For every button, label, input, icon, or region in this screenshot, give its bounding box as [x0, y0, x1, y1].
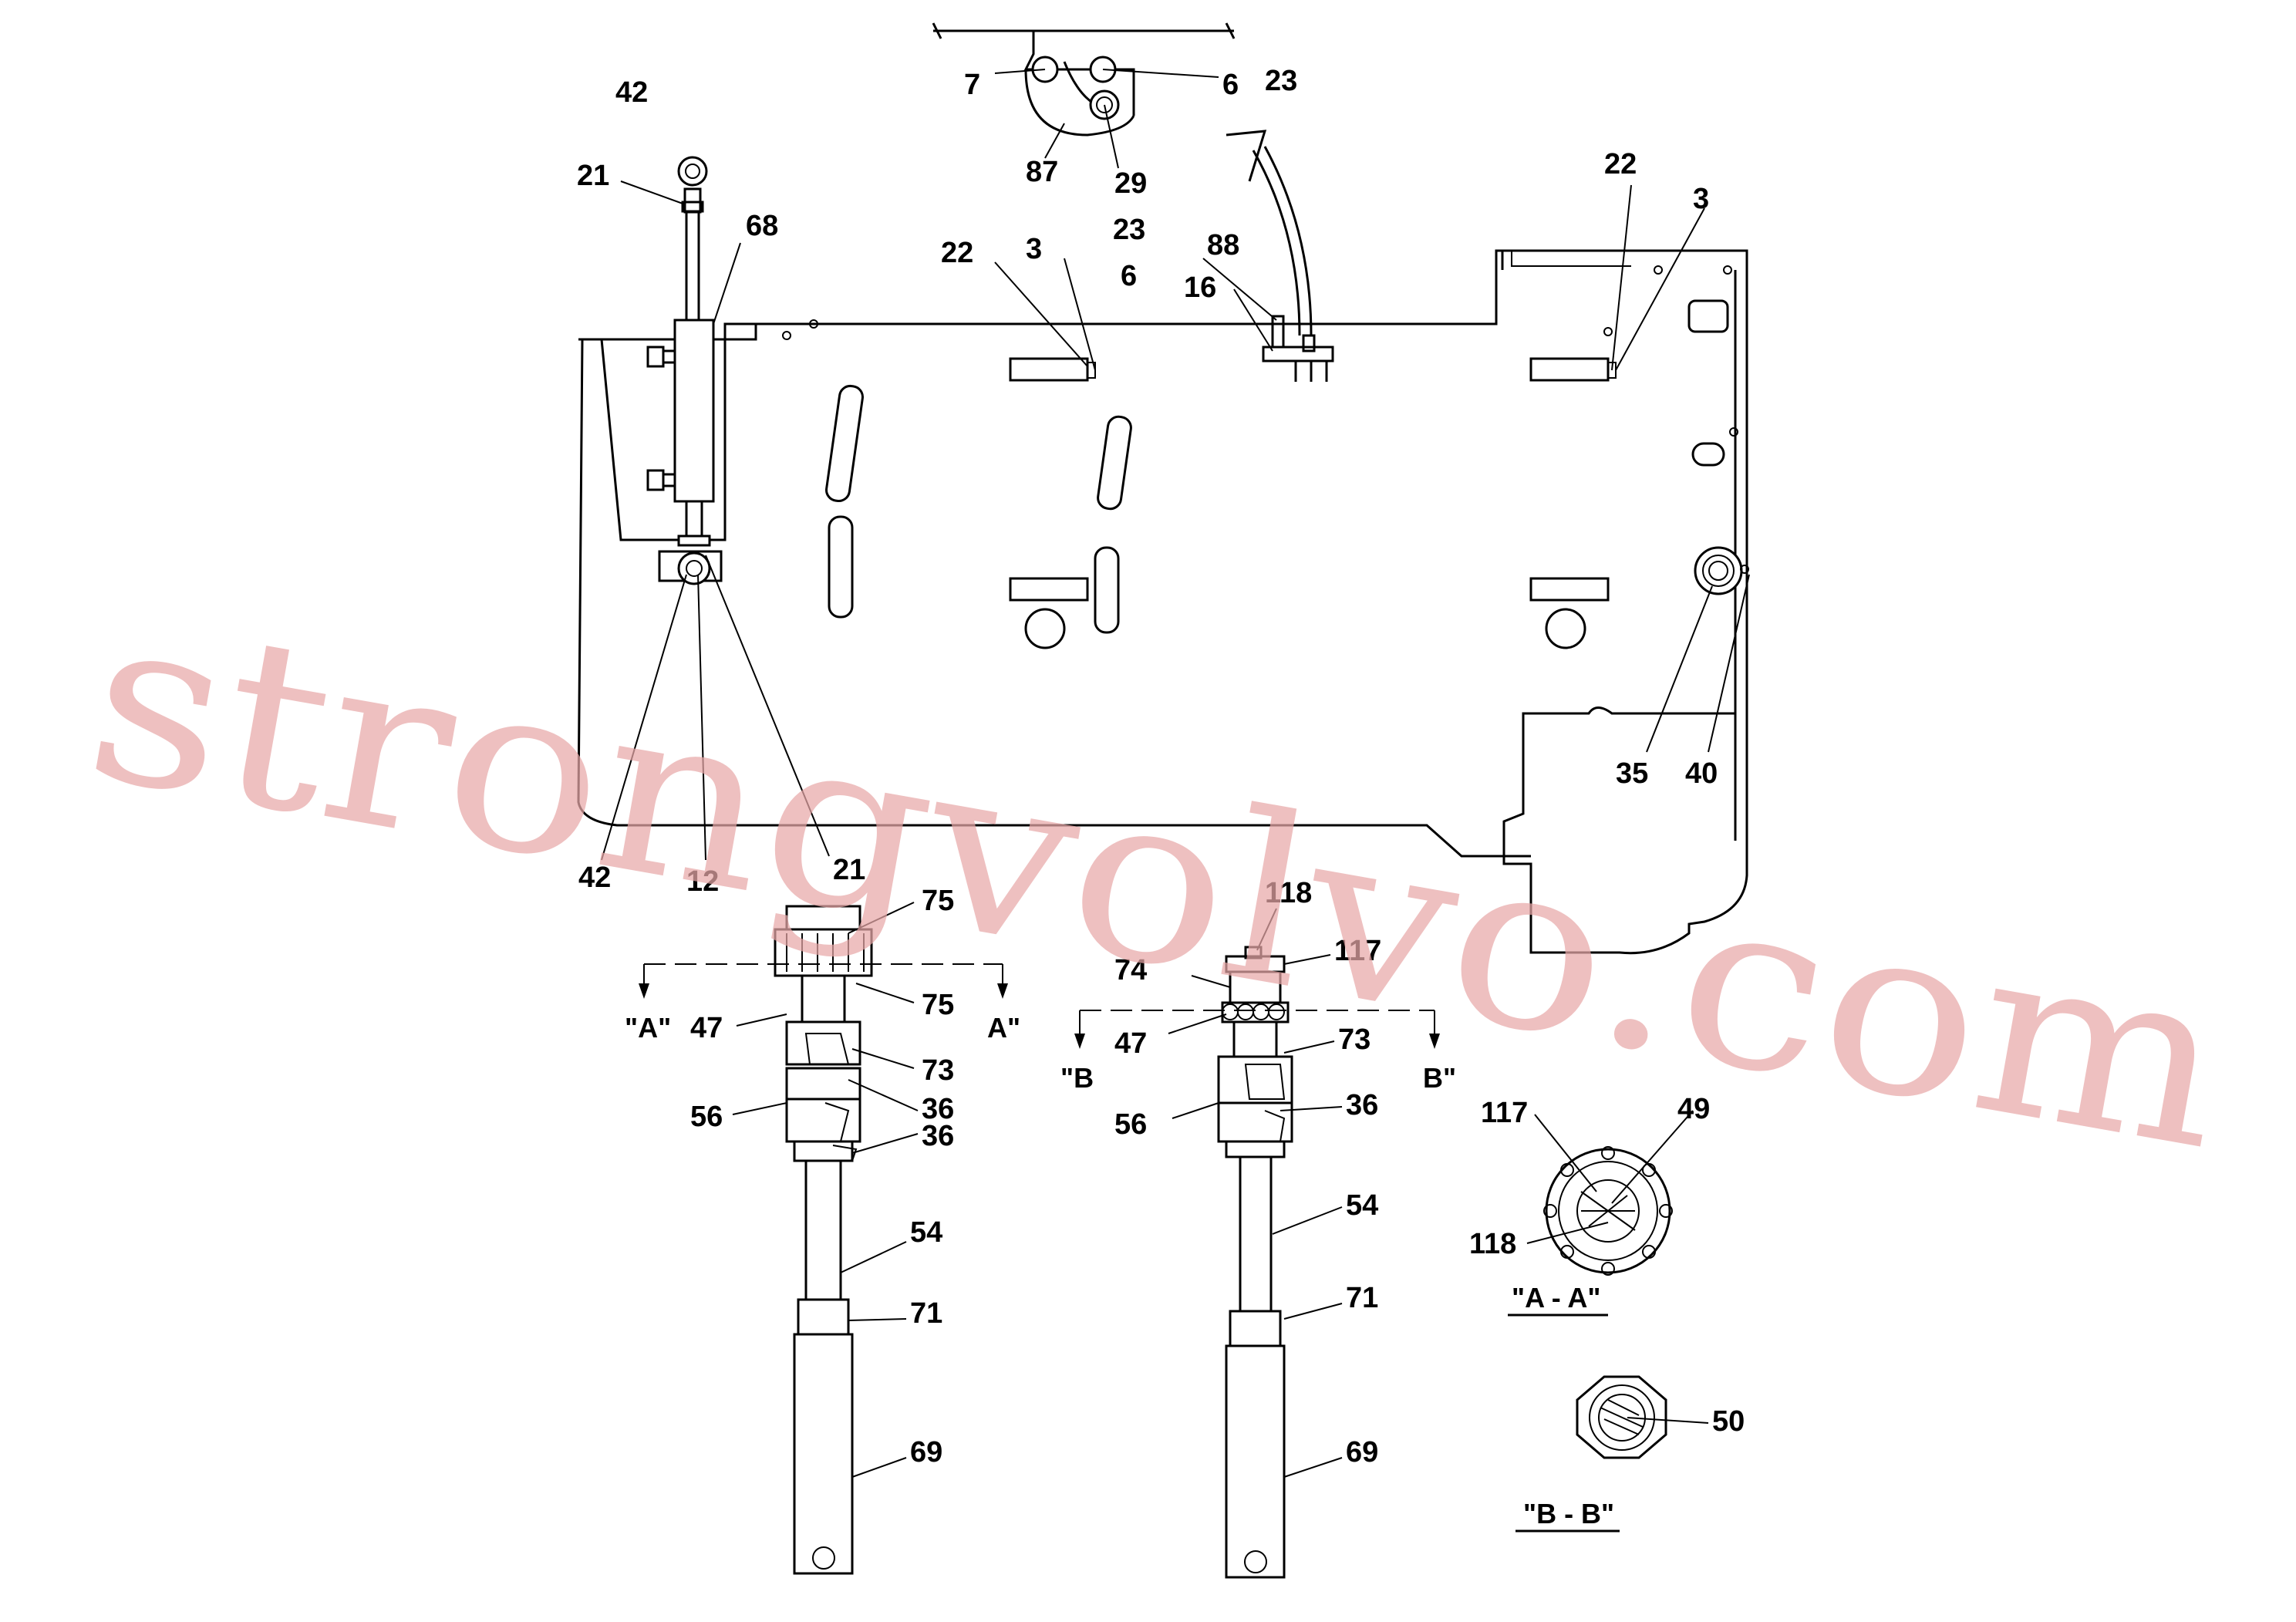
gas-strut — [646, 156, 723, 585]
label-36: 36 — [922, 1120, 954, 1152]
watermark-text: strongvolvo.com — [71, 561, 2244, 1202]
label-118: 118 — [1469, 1228, 1516, 1260]
label-6: 6 — [1121, 260, 1137, 292]
label-54: 54 — [1346, 1189, 1378, 1222]
label-3: 3 — [1693, 183, 1709, 215]
leader-lines — [601, 180, 1750, 1533]
label-50: 50 — [1712, 1405, 1745, 1438]
label-12: 12 — [686, 865, 719, 898]
label-47: 47 — [1114, 1027, 1147, 1060]
mounting-bracket-detail — [932, 22, 1313, 336]
label-36: 36 — [1346, 1089, 1378, 1121]
label-75: 75 — [922, 989, 954, 1021]
label-23: 23 — [1113, 214, 1145, 246]
section-markers: "A" A" "B B" "A - A" "B - B" — [625, 1012, 1614, 1529]
label-22: 22 — [1604, 148, 1637, 180]
label-118: 118 — [1265, 877, 1312, 909]
label-117: 117 — [1334, 935, 1381, 967]
label-75: 75 — [922, 885, 954, 917]
label-69: 69 — [910, 1436, 942, 1469]
label-42: 42 — [578, 862, 611, 894]
label-40: 40 — [1685, 757, 1718, 790]
label-3: 3 — [1026, 233, 1042, 265]
section-b-right-mark: B" — [1423, 1062, 1456, 1094]
section-b-title: "B - B" — [1523, 1498, 1614, 1529]
label-42: 42 — [615, 76, 648, 109]
label-68: 68 — [746, 210, 778, 242]
label-36: 36 — [922, 1093, 954, 1125]
label-56: 56 — [1114, 1108, 1147, 1141]
label-47: 47 — [690, 1012, 723, 1044]
label-7: 7 — [964, 69, 980, 101]
lever-assembly-right — [1217, 946, 1293, 1579]
label-117: 117 — [1481, 1097, 1528, 1129]
label-21: 21 — [577, 160, 609, 192]
section-a-right-mark: A" — [987, 1012, 1020, 1044]
section-a-title: "A - A" — [1512, 1282, 1600, 1313]
label-56: 56 — [690, 1101, 723, 1133]
part-labels: 42 21 68 7 6 23 87 29 23 6 22 3 88 16 22… — [577, 65, 1745, 1469]
lever-assembly-left — [774, 905, 873, 1575]
frame-plate — [577, 249, 1749, 955]
label-54: 54 — [910, 1216, 942, 1249]
label-35: 35 — [1616, 757, 1648, 790]
section-a-left-mark: "A" — [625, 1012, 671, 1044]
label-49: 49 — [1677, 1093, 1710, 1125]
label-87: 87 — [1026, 156, 1058, 188]
label-23: 23 — [1265, 65, 1297, 97]
section-a-detail — [1543, 1146, 1673, 1276]
label-16: 16 — [1184, 271, 1216, 304]
label-73: 73 — [1338, 1023, 1371, 1056]
label-71: 71 — [910, 1297, 942, 1330]
label-22: 22 — [941, 237, 973, 269]
section-b-left-mark: "B — [1060, 1062, 1094, 1094]
section-cut-lines — [639, 963, 1440, 1049]
section-b-detail — [1576, 1375, 1667, 1459]
label-74: 74 — [1114, 954, 1147, 986]
label-6: 6 — [1222, 69, 1239, 101]
label-73: 73 — [922, 1054, 954, 1087]
label-88: 88 — [1207, 229, 1239, 261]
label-29: 29 — [1114, 167, 1147, 200]
label-21: 21 — [833, 854, 865, 886]
label-69: 69 — [1346, 1436, 1378, 1469]
label-71: 71 — [1346, 1282, 1378, 1314]
